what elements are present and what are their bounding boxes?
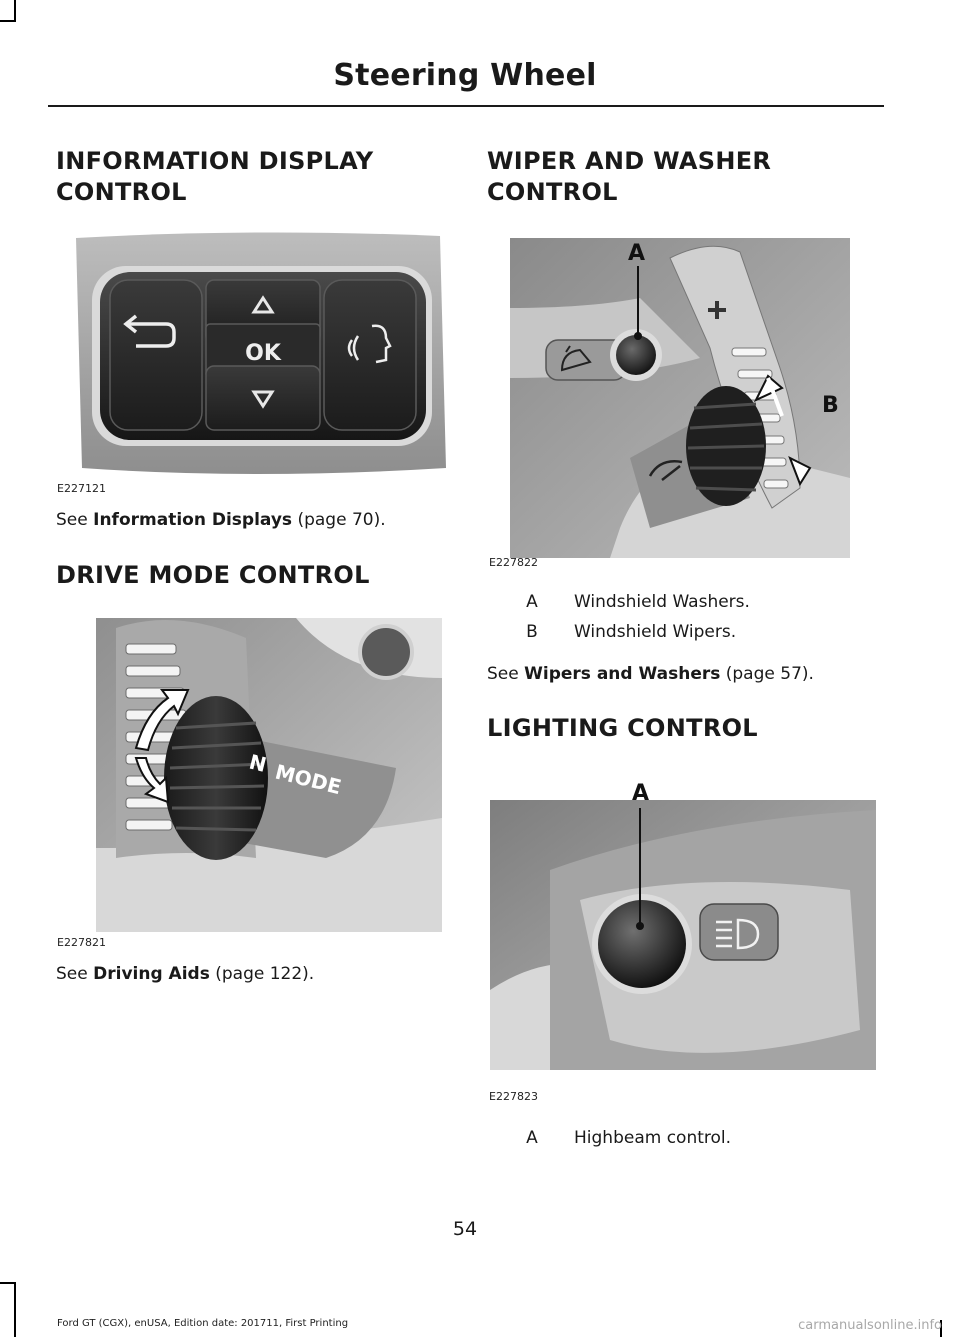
wiper-figure-code: E227822 (489, 556, 538, 569)
legend-key: B (526, 622, 538, 642)
crop-mark-bottom-left-h (0, 1282, 16, 1284)
info-display-figure-code-label: E227121 (57, 482, 106, 495)
legend-value: Highbeam control. (574, 1128, 732, 1148)
crop-mark-top-left-v (14, 0, 16, 22)
page-header-title: Steering Wheel (333, 58, 597, 93)
info-display-see-text: See Information Displays (page 70). (56, 510, 386, 530)
legend-value: Windshield Wipers. (574, 622, 737, 642)
down-arrow-icon (251, 390, 275, 409)
ok-button-label: OK (245, 341, 282, 366)
voice-command-icon (347, 324, 392, 364)
lighting-figure-code: E227823 (489, 1090, 538, 1103)
page-number: 54 (452, 1218, 478, 1240)
link-driving-aids[interactable]: Driving Aids (93, 964, 210, 984)
lighting-legend-row-a: A Highbeam control. (512, 1126, 892, 1150)
drive-mode-figure-code: E227821 (57, 936, 106, 949)
legend-key: A (526, 1128, 538, 1148)
wiper-heading-line2: CONTROL (487, 178, 618, 206)
drive-mode-knob-letter: N (247, 750, 269, 777)
wiper-callout-a: A (628, 241, 645, 266)
crop-mark-bottom-right-v (940, 1320, 942, 1337)
link-information-displays[interactable]: Information Displays (93, 510, 293, 530)
wiper-up-arrow-icon (753, 374, 784, 417)
rotate-up-arrow-icon (134, 689, 190, 752)
header-divider (48, 105, 884, 107)
wiper-legend-row-b: B Windshield Wipers. (512, 620, 892, 644)
windshield-wiper-icon (648, 460, 683, 481)
wiper-down-arrow-icon (788, 455, 812, 487)
edition-footer: Ford GT (CGX), enUSA, Edition date: 2017… (57, 1318, 349, 1329)
plus-icon (708, 301, 726, 319)
watermark: carmanualsonline.info (798, 1318, 942, 1333)
wiper-heading: WIPER AND WASHER CONTROL (487, 146, 771, 208)
wiper-see-text: See Wipers and Washers (page 57). (487, 664, 814, 684)
info-display-heading: INFORMATION DISPLAY CONTROL (56, 146, 373, 208)
lighting-figure: A (490, 780, 876, 1070)
wiper-heading-line1: WIPER AND WASHER (487, 147, 772, 175)
info-display-figure: OK E227121 (56, 228, 446, 478)
lighting-heading: LIGHTING CONTROL (487, 714, 758, 742)
info-display-heading-line2: CONTROL (56, 178, 187, 206)
up-arrow-icon (251, 295, 275, 314)
windshield-washer-icon (560, 345, 592, 372)
link-wipers-and-washers[interactable]: Wipers and Washers (524, 664, 721, 684)
info-display-heading-line1: INFORMATION DISPLAY (56, 147, 374, 175)
crop-mark-bottom-left-v (14, 1282, 16, 1337)
drive-mode-heading: DRIVE MODE CONTROL (56, 561, 370, 589)
highbeam-icon (716, 918, 760, 950)
wiper-figure: A B (510, 228, 850, 558)
drive-mode-figure: N MODE (96, 618, 442, 932)
wiper-callout-b: B (822, 393, 839, 418)
back-icon (123, 314, 176, 348)
lighting-callout-a: A (632, 781, 649, 806)
legend-key: A (526, 592, 538, 612)
legend-value: Windshield Washers. (574, 592, 750, 612)
crop-mark-top-left-h (0, 20, 16, 22)
drive-mode-see-text: See Driving Aids (page 122). (56, 964, 315, 984)
wiper-legend-row-a: A Windshield Washers. (512, 590, 892, 614)
rotate-down-arrow-icon (134, 757, 170, 804)
